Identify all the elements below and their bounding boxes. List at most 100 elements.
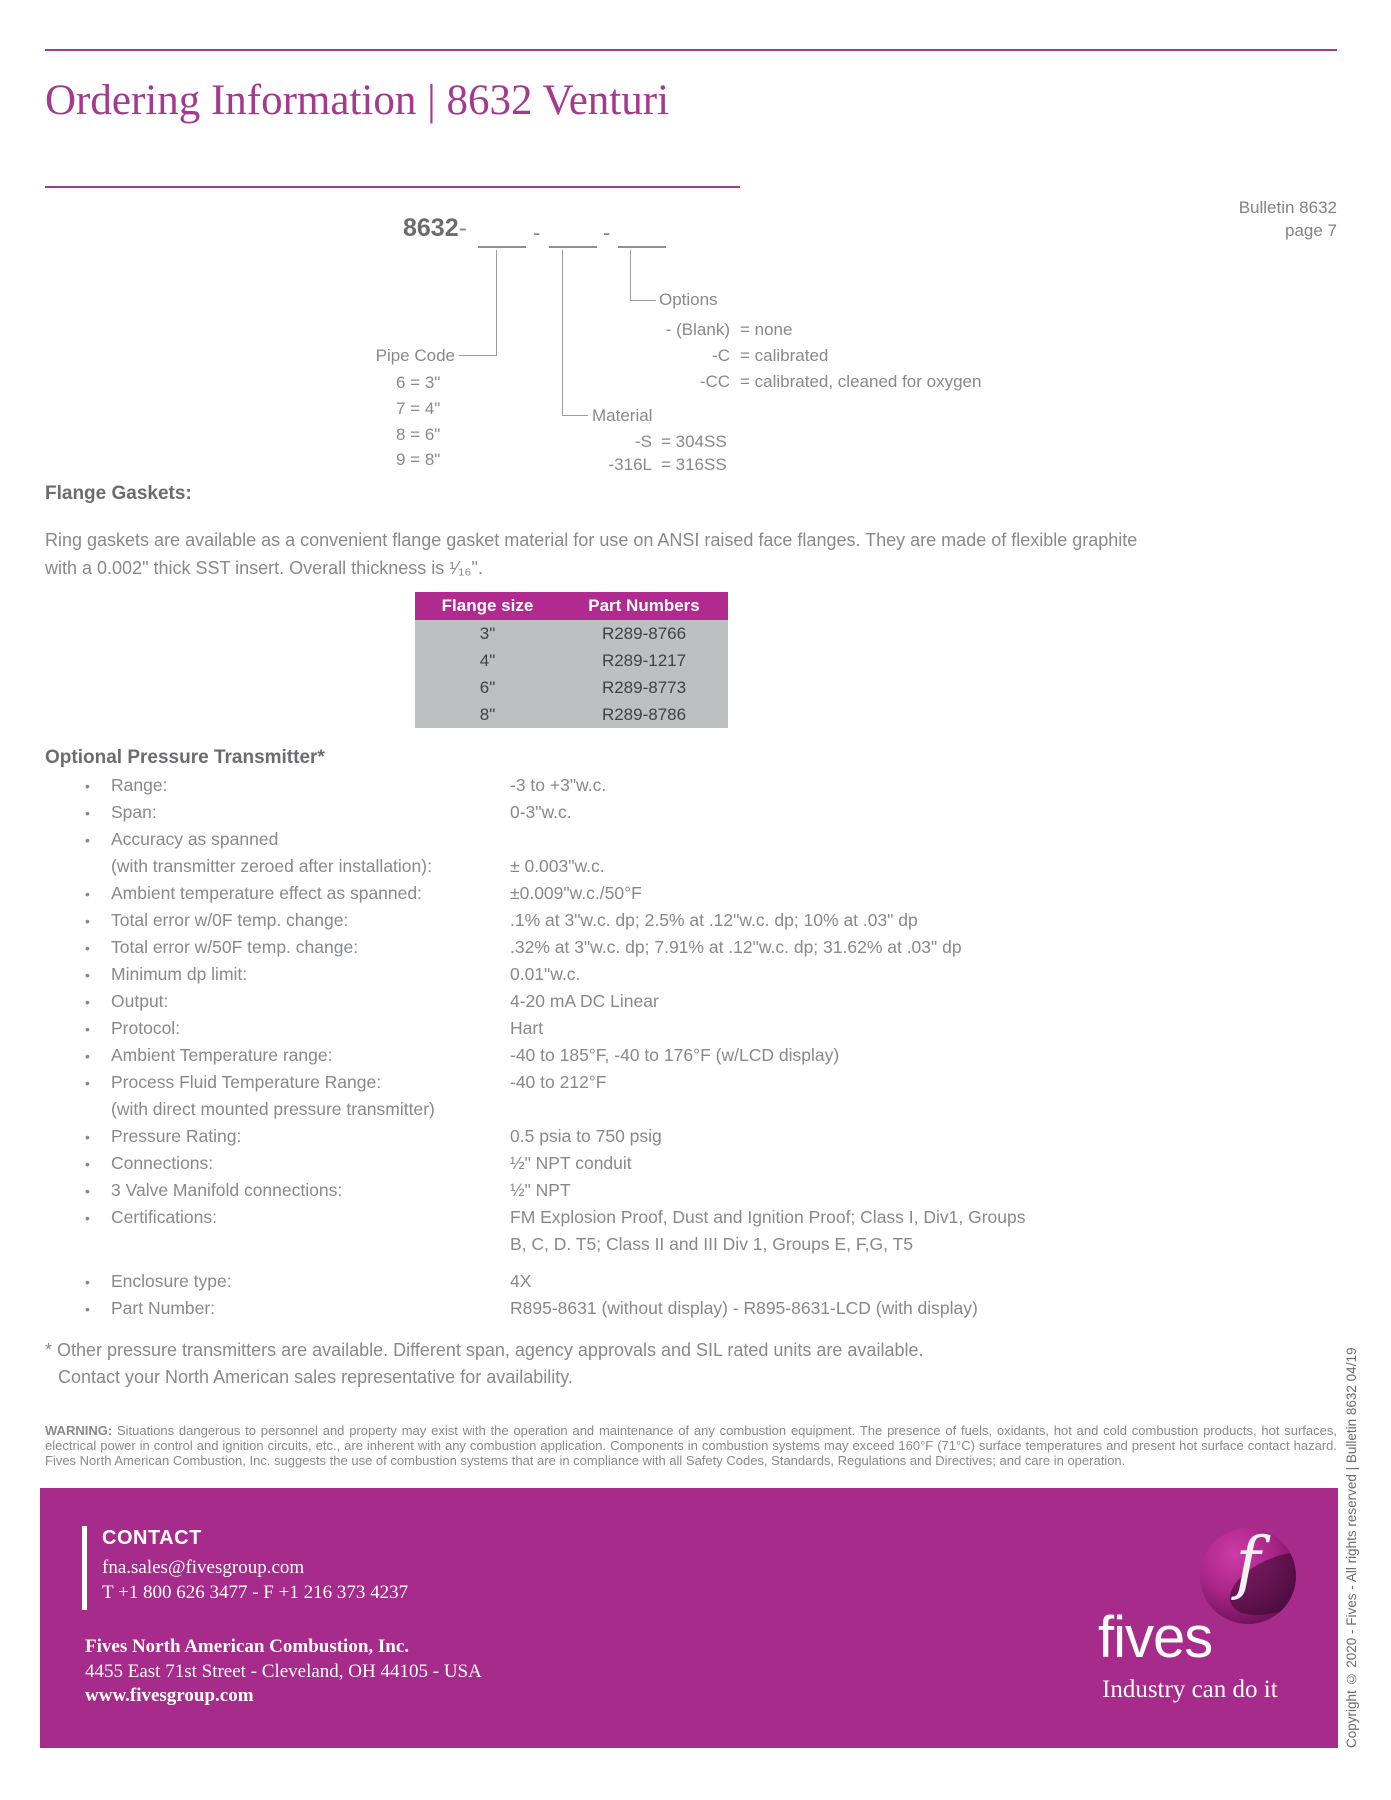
material-code: -316L xyxy=(608,455,652,474)
ordering-code-base: 8632- xyxy=(403,216,467,241)
spec-row: •Part Number:R895-8631 (without display)… xyxy=(45,1295,1355,1322)
bullet-icon: • xyxy=(85,1128,90,1145)
top-rule xyxy=(45,49,1337,51)
table-row: 3" R289-8766 xyxy=(415,620,728,647)
bullet-icon: • xyxy=(85,777,90,794)
pipe-code-item: 6 = 3" xyxy=(396,373,441,392)
bullet-icon: • xyxy=(85,912,90,929)
bullet-icon: • xyxy=(85,1209,90,1226)
page-number: page 7 xyxy=(1285,221,1337,240)
contact-heading: CONTACT xyxy=(102,1527,202,1549)
spec-label: Enclosure type: xyxy=(111,1271,232,1291)
spec-row: • Protocol: Hart xyxy=(45,1015,1355,1042)
pipe-code-item: 8 = 6" xyxy=(396,425,441,444)
spec-value: 0-3"w.c. xyxy=(510,802,572,822)
option-desc: = calibrated, cleaned for oxygen xyxy=(740,372,982,391)
spec-value: B, C, D. T5; Class II and III Div 1, Gro… xyxy=(510,1234,913,1254)
option-desc: = calibrated xyxy=(740,346,829,365)
bullet-icon: • xyxy=(85,1155,90,1172)
spec-label: Process Fluid Temperature Range: xyxy=(111,1072,382,1092)
flange-size-cell: 3" xyxy=(479,623,496,643)
spec-label: Pressure Rating: xyxy=(111,1126,242,1146)
spec-value: ½" NPT xyxy=(510,1180,571,1200)
spec-label: 3 Valve Manifold connections: xyxy=(111,1180,343,1200)
option-desc: = none xyxy=(740,320,793,339)
table-header-flange-size: Flange size xyxy=(441,596,534,615)
footer-band: CONTACT fna.sales@fivesgroup.com T +1 80… xyxy=(40,1488,1338,1748)
contact-phone: T +1 800 626 3477 - F +1 216 373 4237 xyxy=(102,1582,409,1603)
table-body: 3"R289-8766 4"R289-1217 6"R289-8773 8"R2… xyxy=(415,620,728,728)
spec-value: 4X xyxy=(510,1271,532,1291)
transmitter-footnote-line1: * Other pressure transmitters are availa… xyxy=(45,1340,924,1360)
bullet-icon: • xyxy=(85,831,90,848)
spec-row: •Span:0-3"w.c. xyxy=(45,799,1355,826)
spec-label: Protocol: xyxy=(111,1018,181,1038)
bullet-icon: • xyxy=(85,993,90,1010)
company-address: 4455 East 71st Street - Cleveland, OH 44… xyxy=(85,1661,482,1682)
spec-label: Total error w/50F temp. change: xyxy=(111,937,359,957)
spec-row: •Output:4-20 mA DC Linear xyxy=(45,988,1355,1015)
flange-gaskets-paragraph: Ring gaskets are available as a convenie… xyxy=(45,530,1138,578)
options-label: Options xyxy=(659,290,718,309)
bullet-icon: • xyxy=(85,1020,90,1037)
company-website: www.fivesgroup.com xyxy=(85,1685,254,1706)
spec-label: Range: xyxy=(111,775,168,795)
spec-label: Accuracy as spanned xyxy=(111,829,279,849)
vertical-copyright-text: Copyright © 2020 - Fives - All rights re… xyxy=(1344,1347,1359,1748)
bullet-icon: • xyxy=(85,885,90,902)
flange-size-cell: 6" xyxy=(479,677,496,697)
bullet-icon: • xyxy=(85,966,90,983)
bullet-icon: • xyxy=(85,1047,90,1064)
options-item: -C= calibrated xyxy=(598,346,828,366)
warning-text: Situations dangerous to personnel and pr… xyxy=(45,1423,1337,1468)
part-number-cell: R289-8786 xyxy=(601,704,687,724)
spec-value: .32% at 3"w.c. dp; 7.91% at .12"w.c. dp;… xyxy=(510,937,962,957)
spec-row: •(with direct mounted pressure transmitt… xyxy=(45,1096,1355,1123)
pipe-code-label: Pipe Code xyxy=(375,346,455,365)
spec-value: .1% at 3"w.c. dp; 2.5% at .12"w.c. dp; 1… xyxy=(510,910,918,930)
spec-value: R895-8631 (without display) - R895-8631-… xyxy=(510,1298,978,1318)
company-name: Fives North American Combustion, Inc. xyxy=(85,1636,410,1657)
flange-gaskets-heading: Flange Gaskets: xyxy=(45,483,192,504)
bullet-icon: • xyxy=(85,1273,90,1290)
material-item: -S = 304SS xyxy=(556,432,727,452)
spec-value: Hart xyxy=(510,1018,544,1038)
material-desc: = 316SS xyxy=(661,455,727,474)
code-dash-1: - xyxy=(533,220,541,245)
bullet-icon: • xyxy=(85,804,90,821)
spec-row: •Minimum dp limit:0.01"w.c. xyxy=(45,961,1355,988)
spec-label: Connections: xyxy=(111,1153,214,1173)
spec-row: •(with transmitter zeroed after installa… xyxy=(45,853,1355,880)
options-connector-line xyxy=(630,300,656,301)
part-number-cell: R289-8773 xyxy=(601,677,687,697)
part-number-cell: R289-8766 xyxy=(601,623,687,643)
spec-value: 0.01"w.c. xyxy=(510,964,581,984)
spec-row: •Ambient temperature effect as spanned:±… xyxy=(45,880,1355,907)
options-connector-line xyxy=(630,250,631,301)
table-header-part-numbers: Part Numbers xyxy=(588,596,700,615)
transmitter-spec-list: •Range:-3 to +3"w.c. •Span:0-3"w.c. •Acc… xyxy=(45,772,1355,1322)
spec-row: •B, C, D. T5; Class II and III Div 1, Gr… xyxy=(45,1231,1355,1258)
table-row: 4"R289-1217 xyxy=(415,647,728,674)
code-dash-2: - xyxy=(603,220,611,245)
material-item: -316L = 316SS xyxy=(556,455,727,475)
material-code: -S xyxy=(635,432,652,451)
spec-label: (with transmitter zeroed after installat… xyxy=(111,856,432,876)
flange-size-cell: 4" xyxy=(479,650,496,670)
material-desc: = 304SS xyxy=(661,432,727,451)
material-label: Material xyxy=(592,406,653,425)
fives-logo-sphere-icon: f xyxy=(1200,1528,1296,1624)
table-row: 6" R289-8773 xyxy=(415,674,728,701)
spec-label: Ambient temperature effect as spanned: xyxy=(111,883,422,903)
spec-value: -40 to 212°F xyxy=(510,1072,607,1092)
spec-label: Certifications: xyxy=(111,1207,218,1227)
bullet-icon: • xyxy=(85,939,90,956)
spec-row: •Ambient Temperature range:-40 to 185°F,… xyxy=(45,1042,1355,1069)
spec-value: ½" NPT conduit xyxy=(510,1153,632,1173)
spec-row: • Total error w/50F temp. change: .32% at … xyxy=(45,934,1355,961)
fives-tagline: Industry can do it xyxy=(1102,1676,1278,1703)
bullet-icon: • xyxy=(85,1074,90,1091)
page-title: Ordering Information | 8632 Venturi xyxy=(45,77,670,124)
code-blank-material xyxy=(549,246,597,248)
options-item: -CC= calibrated, cleaned for oxygen xyxy=(598,372,982,392)
